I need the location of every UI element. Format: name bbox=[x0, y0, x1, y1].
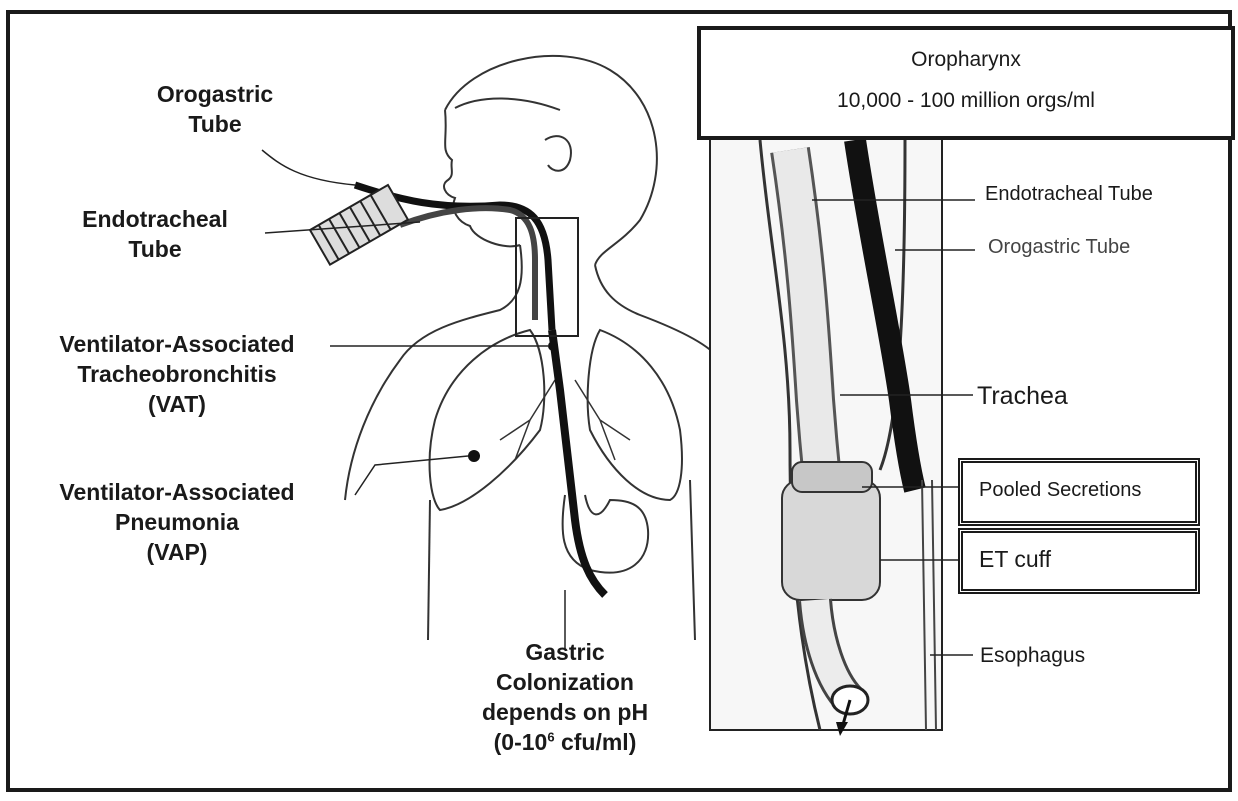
right-lung bbox=[588, 330, 682, 500]
gastric-label-line1: Gastric bbox=[440, 638, 690, 668]
left-lung bbox=[430, 330, 545, 510]
gastric-cfu-exponent: 6 bbox=[547, 729, 554, 744]
inset-panel bbox=[710, 138, 942, 736]
inset-cuff bbox=[782, 480, 880, 600]
left-shoulder bbox=[345, 245, 522, 500]
endotracheal-tube-label: Endotracheal Tube bbox=[60, 205, 250, 265]
oropharynx-count: 10,000 - 100 million orgs/ml bbox=[701, 87, 1231, 114]
gastric-cfu-line: (0-106 cfu/ml) bbox=[440, 728, 690, 758]
endotracheal-tube-inset-label: Endotracheal Tube bbox=[985, 181, 1153, 207]
gastric-label-line3: depends on pH bbox=[440, 698, 690, 728]
vat-label: Ventilator-Associated Tracheobronchitis … bbox=[22, 330, 332, 420]
vap-label-line3: (VAP) bbox=[22, 538, 332, 568]
vat-label-line2: Tracheobronchitis bbox=[22, 360, 332, 390]
pooled-secretions-box: Pooled Secretions bbox=[958, 458, 1200, 526]
ventilator-connector bbox=[310, 185, 408, 265]
orogastric-tube-inset-label: Orogastric Tube bbox=[988, 234, 1130, 260]
vap-dot bbox=[468, 450, 480, 462]
trachea-label: Trachea bbox=[977, 380, 1068, 413]
orogastric-label-line2: Tube bbox=[135, 110, 295, 140]
orogastric-label-line1: Orogastric bbox=[135, 80, 295, 110]
face-profile bbox=[444, 110, 520, 246]
vap-label: Ventilator-Associated Pneumonia (VAP) bbox=[22, 478, 332, 568]
esophagus-tube-drawing bbox=[552, 330, 605, 595]
inset-secretions bbox=[792, 462, 872, 492]
vat-dot bbox=[548, 341, 558, 351]
right-shoulder bbox=[595, 265, 720, 360]
pooled-secretions-label: Pooled Secretions bbox=[963, 463, 1195, 503]
patient-figure bbox=[345, 56, 720, 640]
endotracheal-label-line2: Tube bbox=[60, 235, 250, 265]
vap-label-line1: Ventilator-Associated bbox=[22, 478, 332, 508]
vat-label-line1: Ventilator-Associated bbox=[22, 330, 332, 360]
head-outline bbox=[445, 56, 657, 265]
vap-label-line2: Pneumonia bbox=[22, 508, 332, 538]
tubes bbox=[310, 185, 605, 595]
ear bbox=[545, 136, 571, 171]
gastric-colonization-label: Gastric Colonization depends on pH (0-10… bbox=[440, 638, 690, 758]
gastric-label-line2: Colonization bbox=[440, 668, 690, 698]
et-cuff-label: ET cuff bbox=[963, 533, 1195, 575]
endotracheal-label-line1: Endotracheal bbox=[60, 205, 250, 235]
orogastric-tube-label: Orogastric Tube bbox=[135, 80, 295, 140]
oropharynx-title: Oropharynx bbox=[701, 46, 1231, 73]
esophagus-label: Esophagus bbox=[980, 642, 1085, 669]
gastric-cfu-suffix: cfu/ml) bbox=[555, 729, 637, 755]
vat-label-line3: (VAT) bbox=[22, 390, 332, 420]
gastric-cfu-prefix: (0-10 bbox=[494, 729, 548, 755]
et-cuff-box: ET cuff bbox=[958, 528, 1200, 594]
oropharynx-box: Oropharynx 10,000 - 100 million orgs/ml bbox=[697, 26, 1235, 140]
